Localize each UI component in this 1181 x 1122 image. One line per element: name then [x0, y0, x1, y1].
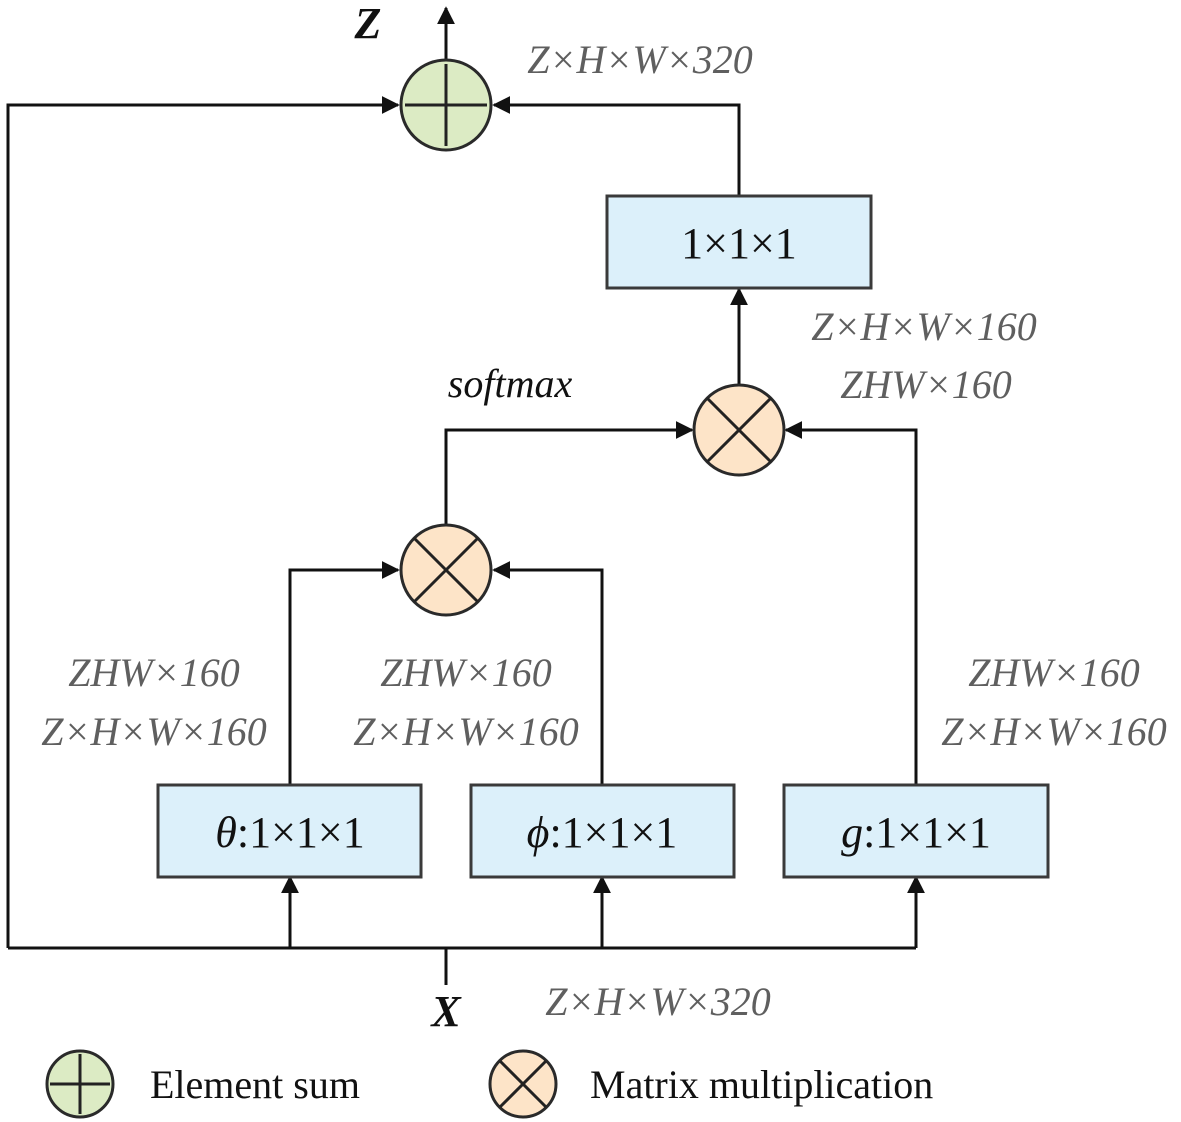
phi-dim-2: Z×H×W×160 [353, 709, 578, 754]
output-dim: Z×H×W×320 [527, 37, 752, 82]
svg-text:ϕ:1×1×1: ϕ:1×1×1 [527, 808, 678, 857]
phi-dim-1: ZHW×160 [380, 650, 551, 695]
residual-skip-wire [6, 96, 400, 948]
connections [6, 6, 925, 985]
conv-top: 1×1×1 [605, 194, 873, 290]
element-sum-node [399, 58, 493, 152]
phi-kernel: :1×1×1 [549, 808, 677, 857]
softmax-label: softmax [448, 361, 573, 406]
legend-mul-label: Matrix multiplication [590, 1062, 933, 1107]
theta-kernel: :1×1×1 [237, 808, 365, 857]
wire-softmax-to-mul [444, 421, 694, 526]
matrix-mul-node-top [692, 383, 786, 477]
wire-phi-to-mul [492, 561, 604, 785]
theta-dim-1: ZHW×160 [68, 650, 239, 695]
legend-sum: Element sum [45, 1049, 360, 1119]
matrix-mul-node-bottom [399, 523, 493, 617]
top-mul-dim-1: Z×H×W×160 [811, 304, 1036, 349]
theta-dim-2: Z×H×W×160 [41, 709, 266, 754]
g-dim-1: ZHW×160 [968, 650, 1139, 695]
plus-icon [50, 1054, 110, 1114]
input-dim: Z×H×W×320 [545, 979, 770, 1024]
legend-sum-label: Element sum [150, 1062, 360, 1107]
times-icon [498, 1059, 548, 1109]
conv-phi: ϕ:1×1×1 [469, 783, 736, 879]
output-label: Z [354, 0, 382, 48]
times-icon [705, 396, 773, 464]
g-symbol: g [841, 808, 863, 857]
conv-top-label: 1×1×1 [681, 219, 797, 268]
top-mul-dim-2: ZHW×160 [840, 362, 1011, 407]
conv-g: g:1×1×1 [782, 783, 1050, 879]
legend: Element sum Matrix multiplication [45, 1049, 933, 1119]
legend-mul: Matrix multiplication [488, 1049, 933, 1119]
wire-conv-to-sum [492, 96, 741, 196]
phi-symbol: ϕ [527, 808, 550, 857]
input-label: X [429, 987, 462, 1036]
svg-text:g:1×1×1: g:1×1×1 [841, 808, 991, 857]
wire-theta-to-mul [288, 561, 400, 785]
svg-text:θ:1×1×1: θ:1×1×1 [215, 808, 364, 857]
conv-theta: θ:1×1×1 [156, 783, 423, 879]
theta-symbol: θ [215, 808, 237, 857]
g-dim-2: Z×H×W×160 [941, 709, 1166, 754]
times-icon [412, 536, 480, 604]
wire-g-to-mul [784, 421, 918, 785]
g-kernel: :1×1×1 [863, 808, 991, 857]
